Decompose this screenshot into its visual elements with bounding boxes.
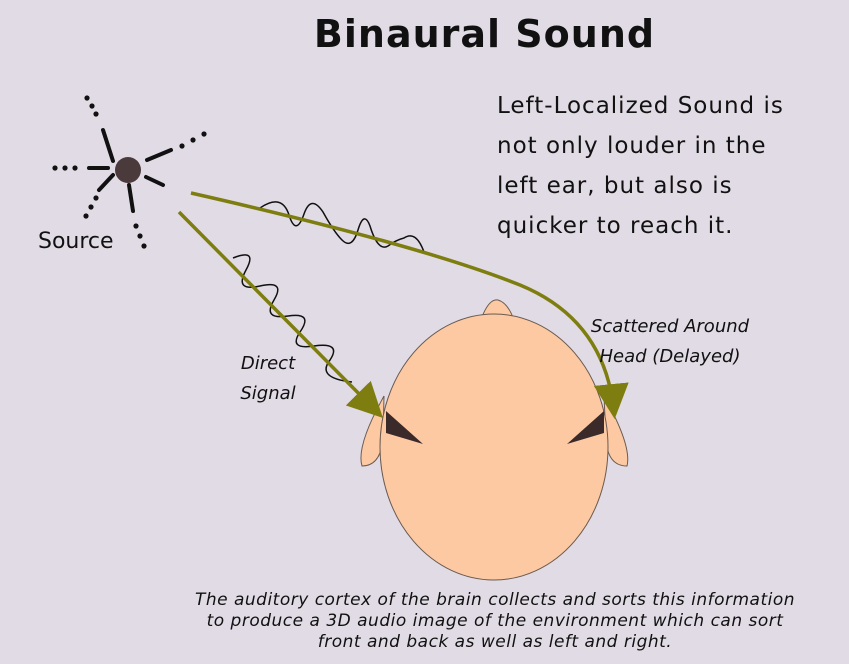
explanation-line: Left-Localized Sound is [497,93,784,119]
footer-caption: The auditory cortex of the brain collect… [140,590,849,653]
direct-signal-label-line: Direct [240,353,296,374]
scattered-signal-label-line: Head (Delayed) [599,346,741,367]
direct-signal-wave [232,254,353,383]
footer-line: The auditory cortex of the brain collect… [194,590,796,610]
explanation-line: not only louder in the [497,133,767,159]
direct-signal-arrow [177,210,383,418]
scattered-signal-label-line: Scattered Around [590,316,750,337]
source-label: Source [38,229,114,254]
footer-line: to produce a 3D audio image of the envir… [206,611,784,631]
explanation-line: quicker to reach it. [497,213,734,239]
right-ear-canal [567,411,604,444]
head [360,299,629,581]
direct-signal-label-line: Signal [240,383,296,404]
sound-source [52,95,207,249]
explanation-text: Left-Localized Sound is not only louder … [497,86,837,246]
scattered-signal-label: Scattered Around Head (Delayed) [560,312,780,372]
scattered-signal-arrow [190,191,629,419]
source-ray-dots [52,95,207,249]
left-ear-canal [386,411,423,444]
scattered-signal-wave [259,201,425,253]
source-rays [87,128,173,213]
direct-signal-label: Direct Signal [218,349,318,409]
explanation-line: left ear, but also is [497,173,733,199]
head-oval [379,313,609,581]
footer-line: front and back as well as left and right… [317,632,673,652]
source-dot [115,157,141,183]
diagram-title: Binaural Sound [313,12,656,56]
